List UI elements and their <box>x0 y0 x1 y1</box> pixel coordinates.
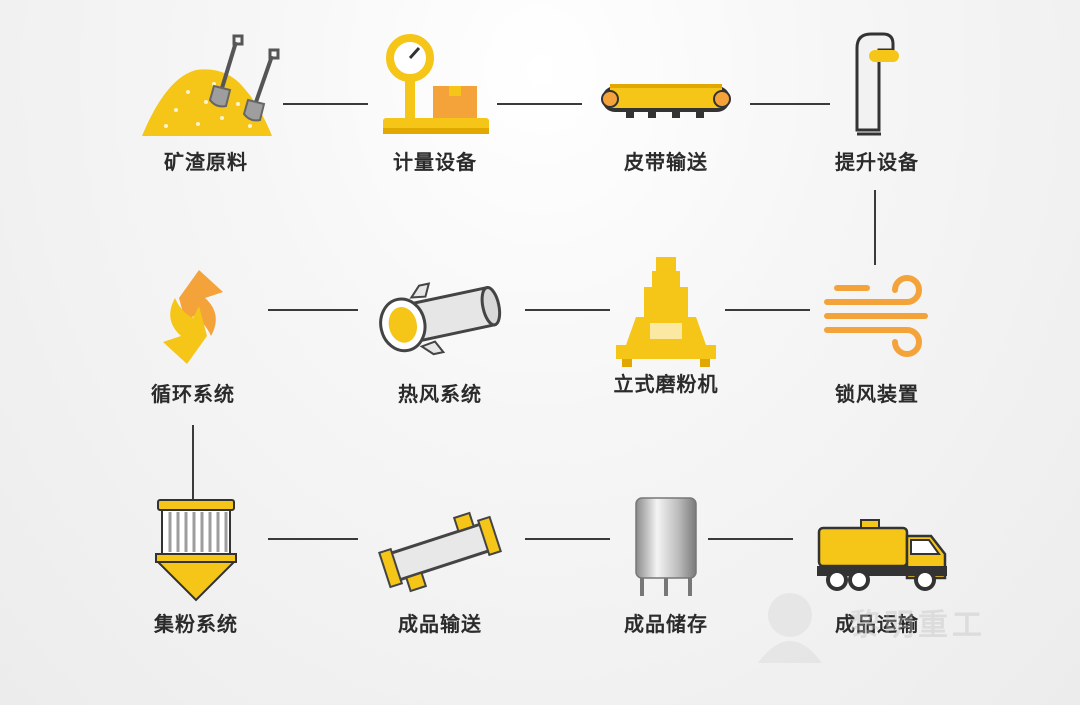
storage-silo-icon <box>635 497 697 596</box>
node-label: 集粉系统 <box>154 612 238 636</box>
node-label: 矿渣原料 <box>164 150 248 174</box>
slag-pile-with-shovels-icon <box>142 34 280 136</box>
screw-conveyor-icon <box>378 511 502 593</box>
node-label: 计量设备 <box>393 150 477 174</box>
connector-n5-n6 <box>725 309 810 311</box>
circulation-arrows-icon <box>163 270 223 364</box>
node-vertical-mill: 立式磨粉机 <box>586 252 746 397</box>
dust-collector-icon <box>155 499 237 602</box>
node-label: 提升设备 <box>835 150 919 174</box>
connector-n9-n10 <box>268 538 358 540</box>
connector-n6-n7 <box>525 309 610 311</box>
bulk-tanker-truck-icon <box>817 519 947 591</box>
connector-n8-n9 <box>192 425 194 500</box>
node-label: 皮带输送 <box>624 150 708 174</box>
connector-n4-n5 <box>874 190 876 265</box>
node-circulation-system: 循环系统 <box>113 262 273 407</box>
node-product-transport: 成品运输 <box>797 492 957 637</box>
node-slag-raw-material: 矿渣原料 <box>126 30 286 175</box>
weighing-scale-icon <box>383 34 489 134</box>
node-label: 立式磨粉机 <box>613 372 719 396</box>
node-hot-air-system: 热风系统 <box>360 262 520 407</box>
watermark-text: 黎明重工 <box>850 608 986 643</box>
connector-n10-n11 <box>525 538 610 540</box>
connector-n3-n4 <box>750 103 830 105</box>
airlock-wind-icon <box>824 275 928 357</box>
node-label: 热风系统 <box>398 382 482 406</box>
hot-air-furnace-icon <box>379 282 502 356</box>
watermark-logo <box>758 593 822 663</box>
node-weighing-equipment: 计量设备 <box>355 30 515 175</box>
node-product-storage: 成品储存 <box>586 492 746 637</box>
connector-n11-n12 <box>708 538 793 540</box>
node-label: 成品输送 <box>398 612 482 636</box>
node-powder-collection-system: 集粉系统 <box>116 492 276 637</box>
node-label: 成品储存 <box>624 612 708 636</box>
node-product-conveying: 成品输送 <box>360 492 520 637</box>
node-label: 循环系统 <box>151 382 235 406</box>
node-label: 锁风装置 <box>835 382 919 406</box>
connector-n2-n3 <box>497 103 582 105</box>
node-belt-conveyor: 皮带输送 <box>586 30 746 175</box>
bucket-elevator-icon <box>855 32 899 136</box>
node-label: 成品运输 <box>835 612 919 636</box>
node-airlock-device: 锁风装置 <box>797 262 957 407</box>
vertical-mill-icon <box>616 257 716 367</box>
belt-conveyor-icon <box>601 84 731 118</box>
node-lifting-equipment: 提升设备 <box>797 30 957 175</box>
connector-n7-n8 <box>268 309 358 311</box>
connector-n1-n2 <box>283 103 368 105</box>
